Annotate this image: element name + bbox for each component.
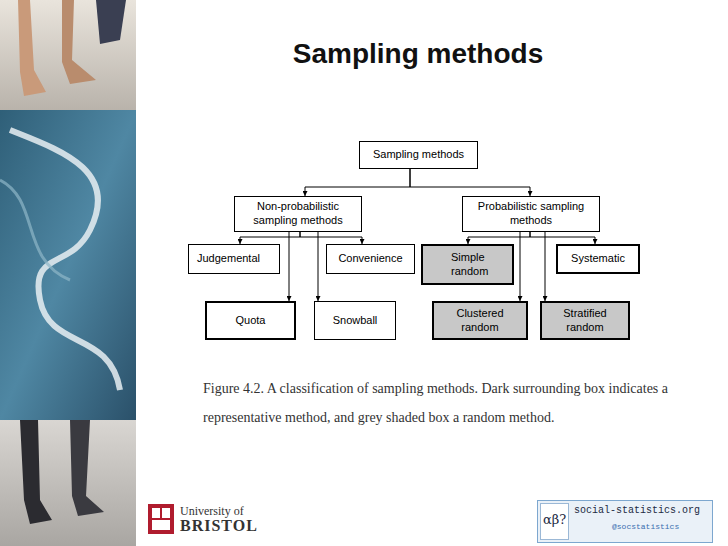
- node-label: Quota: [211, 314, 290, 328]
- node-label: Snowball: [319, 314, 391, 328]
- connector-arrow: [530, 232, 595, 245]
- crest-part: [152, 508, 160, 518]
- connector-arrow: [520, 232, 521, 302]
- photo-leg: [70, 420, 104, 516]
- badge-logo-frame: [541, 504, 569, 540]
- crest-shield: [148, 504, 174, 534]
- photo-clothing: [96, 0, 126, 44]
- website-text: social-statistics.org: [574, 505, 700, 516]
- method-box: Quota: [205, 301, 296, 340]
- connector-arrow: [545, 232, 546, 302]
- random-method-box: Clustered random: [432, 301, 528, 340]
- logo-text: University of: [180, 504, 244, 519]
- node-label: Clustered random: [444, 307, 516, 335]
- crest-part: [152, 520, 170, 530]
- method-box: Convenience: [326, 244, 415, 274]
- connector-arrow: [300, 232, 362, 245]
- node-label: Sampling methods: [366, 148, 471, 162]
- random-method-box: Stratified random: [540, 301, 630, 340]
- slide-title: Sampling methods: [200, 38, 636, 70]
- photo-middle: [0, 110, 137, 420]
- node-label: Simple random: [451, 251, 494, 279]
- node-label: Stratified random: [550, 307, 620, 335]
- photo-swirl: [10, 130, 120, 390]
- node-label: Convenience: [331, 252, 410, 266]
- crest-part: [162, 508, 170, 518]
- photo-strip: [0, 0, 138, 546]
- photo-swirl: [0, 180, 70, 280]
- method-box: Probabilistic sampling methods: [462, 196, 600, 232]
- method-box: Judgemental: [188, 244, 280, 274]
- photo-leg: [18, 0, 46, 96]
- photo-leg: [20, 420, 52, 524]
- connector-arrow: [410, 169, 530, 196]
- connector-arrow: [318, 232, 319, 302]
- random-method-box: Simple random: [421, 244, 514, 285]
- method-box: Snowball: [314, 301, 396, 340]
- photo-edge: [136, 0, 138, 546]
- figure-caption: Figure 4.2. A classification of sampling…: [203, 374, 728, 432]
- photo-leg: [62, 0, 96, 84]
- photo-bottom: [0, 420, 137, 546]
- node-label: Non-probabilistic sampling methods: [239, 200, 357, 228]
- connector-arrow: [305, 169, 410, 196]
- logo-symbol: αβ?: [543, 512, 566, 527]
- method-box: Systematic: [556, 244, 640, 274]
- connector-arrow: [468, 232, 530, 245]
- connector-arrow: [289, 232, 290, 302]
- socstats-badge: [538, 501, 713, 543]
- method-box: Sampling methods: [359, 141, 478, 169]
- handle-text: @socstatistics: [612, 522, 679, 531]
- node-label: Judgemental: [197, 252, 275, 266]
- badge-frame: [538, 501, 713, 543]
- logo-text: BRISTOL: [180, 517, 258, 535]
- method-box: Non-probabilistic sampling methods: [234, 196, 362, 232]
- photo-top: [0, 0, 137, 110]
- node-label: Probabilistic sampling methods: [467, 200, 595, 228]
- node-label: Systematic: [562, 252, 634, 266]
- connector-arrow: [240, 232, 300, 245]
- bristol-crest: [148, 504, 174, 534]
